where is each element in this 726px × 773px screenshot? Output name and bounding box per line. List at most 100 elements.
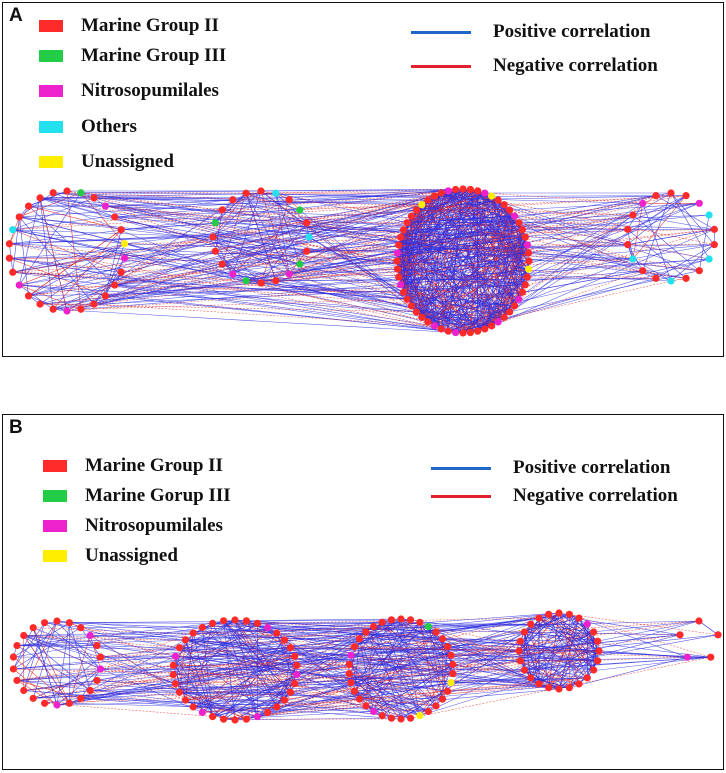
positive-edge xyxy=(349,640,598,674)
positive-edge xyxy=(32,620,58,699)
negative-edge xyxy=(421,229,715,318)
network-node xyxy=(355,695,364,703)
network-node xyxy=(523,273,531,281)
network-node xyxy=(520,666,528,674)
positive-edge xyxy=(175,617,540,684)
legend-a-label-1: Marine Group III xyxy=(81,45,227,66)
negative-edge xyxy=(400,236,687,279)
network-node xyxy=(575,614,583,622)
network-node xyxy=(101,292,110,300)
network-node xyxy=(515,295,523,303)
positive-edge xyxy=(306,222,529,270)
network-node xyxy=(209,713,217,721)
network-node xyxy=(407,212,415,220)
network-node xyxy=(175,644,184,652)
network-node xyxy=(590,666,598,674)
network-node xyxy=(229,270,237,278)
network-node xyxy=(595,647,603,655)
network-node xyxy=(710,241,718,249)
positive-edge xyxy=(114,216,529,254)
network-node xyxy=(264,708,272,717)
positive-edge xyxy=(411,291,523,307)
legend-b-label-3: Unassigned xyxy=(85,545,178,566)
network-node xyxy=(521,281,529,289)
positive-edge xyxy=(53,250,307,310)
positive-edge xyxy=(9,257,456,333)
network-node xyxy=(15,213,23,221)
network-node xyxy=(525,257,533,265)
network-node xyxy=(695,267,703,275)
positive-edge xyxy=(484,229,715,330)
network-node xyxy=(443,643,452,651)
negative-edge xyxy=(66,192,442,312)
network-node xyxy=(242,277,250,285)
positive-edge xyxy=(373,612,560,627)
negative-edge xyxy=(23,620,58,691)
network-node xyxy=(437,325,445,333)
positive-edge xyxy=(632,192,672,216)
negative-edge xyxy=(569,614,711,658)
positive-edge xyxy=(105,258,125,297)
network-node xyxy=(218,260,226,268)
positive-edge xyxy=(530,656,711,679)
negative-edge xyxy=(93,303,485,330)
positive-edge xyxy=(222,192,672,265)
network-node xyxy=(77,189,85,197)
network-node xyxy=(53,617,61,625)
network-node xyxy=(345,670,353,678)
network-node xyxy=(291,652,299,660)
network-node xyxy=(500,201,508,209)
positive-edge xyxy=(40,197,628,245)
negative-edge xyxy=(448,280,672,332)
positive-edge xyxy=(9,222,519,259)
positive-edge xyxy=(548,614,681,636)
positive-edge xyxy=(179,647,291,693)
negative-edge xyxy=(350,640,521,683)
positive-edge xyxy=(105,205,523,293)
network-node xyxy=(438,695,447,703)
positive-edge xyxy=(28,284,526,297)
positive-edge xyxy=(398,214,633,278)
positive-edge xyxy=(627,229,715,245)
positive-edge xyxy=(632,214,700,271)
legend-a-swatch-2 xyxy=(39,85,63,97)
legend-a-item-2: Nitrosopumilales xyxy=(39,80,219,102)
positive-edge xyxy=(40,258,710,305)
positive-edge xyxy=(670,192,710,260)
positive-edge xyxy=(447,683,580,692)
positive-edge xyxy=(403,189,456,230)
positive-edge xyxy=(40,197,505,205)
network-node xyxy=(488,322,496,330)
positive-edge xyxy=(452,673,540,685)
positive-edge xyxy=(93,197,422,205)
network-node xyxy=(393,249,402,257)
legend-a-swatch-0 xyxy=(39,20,63,32)
network-node xyxy=(555,685,563,693)
network-node xyxy=(198,623,206,632)
negative-edge xyxy=(491,270,643,327)
positive-edge xyxy=(19,236,310,286)
network-node xyxy=(242,189,250,197)
positive-edge xyxy=(193,698,360,708)
positive-edge xyxy=(267,683,580,713)
network-node xyxy=(175,688,184,696)
network-node xyxy=(218,206,226,214)
panel-a: A Marine Group II Marine Group III Nitro… xyxy=(2,2,724,357)
positive-edge xyxy=(289,273,485,330)
network-node xyxy=(481,189,489,197)
legend-a-item-1: Marine Group III xyxy=(39,45,226,67)
network-node xyxy=(36,194,44,202)
network-node xyxy=(347,651,355,659)
network-a-edges xyxy=(9,188,715,334)
negative-edge xyxy=(407,222,628,230)
positive-edge xyxy=(124,243,262,284)
legend-a-label-4: Unassigned xyxy=(81,151,174,172)
network-node xyxy=(9,226,17,234)
positive-edge xyxy=(299,215,515,265)
legend-a-negative-label: Negative correlation xyxy=(493,55,658,76)
network-node xyxy=(189,703,197,711)
network-node xyxy=(90,194,98,202)
network-node xyxy=(449,660,457,668)
positive-edge xyxy=(290,692,367,707)
positive-edge xyxy=(407,203,700,223)
